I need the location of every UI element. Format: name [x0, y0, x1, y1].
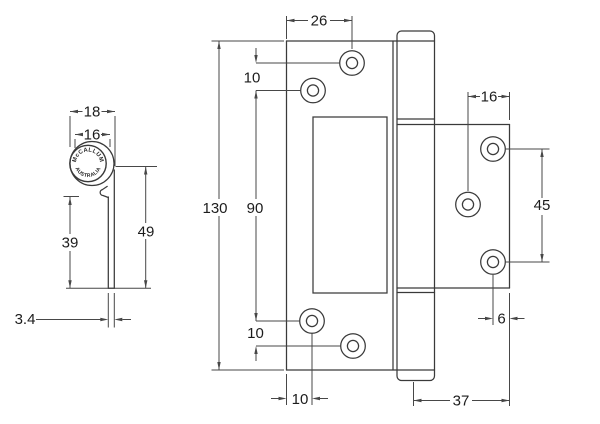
dim-39-label: 39	[62, 235, 79, 252]
arrowhead-right	[102, 132, 110, 137]
arrowhead-down	[254, 55, 258, 63]
dim-6-label: 6	[497, 311, 505, 328]
arrowhead-right	[100, 317, 109, 322]
screw-hole	[300, 77, 326, 104]
arrowhead-left	[312, 396, 320, 401]
arrowhead-left	[114, 317, 123, 322]
dim-90-label: 90	[247, 200, 264, 217]
arrowhead-right	[344, 18, 352, 23]
dim-outer-width: 18	[69, 104, 116, 166]
stamp-text-bottom: AUSTRALIA	[73, 166, 102, 179]
arrowhead-right	[501, 398, 510, 403]
hole-leader-lines	[256, 62, 341, 347]
dim-130-label: 130	[202, 200, 227, 217]
dim-right-leaf-width: 37	[413, 293, 510, 410]
brand-stamp-circle	[69, 144, 107, 183]
dim-thickness: 3.4	[15, 293, 131, 328]
arrowhead-left	[413, 398, 422, 403]
dim-leaf-length: 39	[62, 196, 79, 289]
arrowhead-up	[540, 149, 544, 157]
dim-10-top-label: 10	[244, 70, 261, 87]
screw-hole	[299, 308, 325, 334]
arrowhead-up	[144, 166, 148, 175]
dim-hole-pitch-top: 10	[244, 48, 261, 87]
arrowhead-right	[485, 316, 493, 321]
arrowhead-down	[217, 362, 221, 370]
dim-right-hole-span: 45	[505, 148, 551, 263]
dim-10-offset-label: 10	[292, 391, 309, 408]
right-leaf-outline	[433, 123, 511, 289]
dim-45-label: 45	[534, 197, 551, 214]
arrowhead-up	[254, 90, 258, 99]
screw-hole	[480, 136, 506, 162]
dim-overall-height: 130	[202, 40, 284, 371]
arrowhead-right	[107, 109, 115, 114]
left-leaf-outline	[285, 40, 436, 371]
arrowhead-up	[68, 197, 72, 205]
arrowhead-left	[468, 94, 476, 99]
screw-hole	[455, 191, 481, 218]
roll-hook	[99, 185, 109, 199]
dim-3-4-label: 3.4	[15, 311, 36, 328]
dim-hole-span-left: 90	[247, 90, 264, 321]
screw-holes	[299, 50, 506, 359]
dim-right-hole-edge: 6	[478, 275, 525, 328]
arrowhead-left	[70, 109, 78, 114]
dim-inner-width: 16	[74, 127, 111, 148]
dim-hole-offset-bottom: 10	[271, 333, 328, 408]
arrowhead-down	[144, 280, 148, 289]
arrowhead-down	[68, 280, 72, 289]
dim-16-right-label: 16	[481, 89, 498, 106]
barrel-side-outline	[69, 140, 115, 289]
arrowhead-left	[286, 18, 295, 23]
leaf-cutout	[312, 116, 388, 294]
barrel-front-outline	[396, 30, 436, 382]
arrowhead-up	[217, 41, 221, 49]
side-view: McCALLUM AUSTRALIA 18 16	[15, 104, 157, 328]
arrowhead-up	[254, 346, 258, 354]
arrowhead-down	[254, 313, 258, 321]
dim-hole-offset-top: 26	[286, 13, 353, 49]
dim-16-label: 16	[84, 127, 101, 144]
brand-stamp: McCALLUM AUSTRALIA	[72, 147, 104, 179]
dim-right-hole-inset: 16	[467, 89, 510, 191]
dim-18-label: 18	[84, 104, 101, 121]
dim-hole-pitch-bottom: 10	[247, 325, 264, 361]
dim-37-label: 37	[453, 393, 470, 410]
arrowhead-down	[540, 254, 544, 262]
dim-49-label: 49	[138, 224, 155, 241]
screw-hole	[339, 50, 365, 76]
arrowhead-left	[509, 316, 518, 321]
arrowhead-left	[75, 132, 83, 137]
dim-26-label: 26	[311, 13, 328, 30]
arrowhead-right	[501, 94, 510, 99]
front-view: 26 130 90	[202, 13, 550, 410]
arrowhead-right	[278, 396, 287, 401]
dim-overall-length: 49	[115, 166, 157, 289]
barrel-body	[396, 30, 436, 382]
stamp-bottom-textpath: AUSTRALIA	[73, 166, 102, 179]
dim-10-bottom-label: 10	[247, 325, 264, 342]
screw-hole	[340, 333, 366, 359]
screw-hole	[480, 249, 506, 275]
